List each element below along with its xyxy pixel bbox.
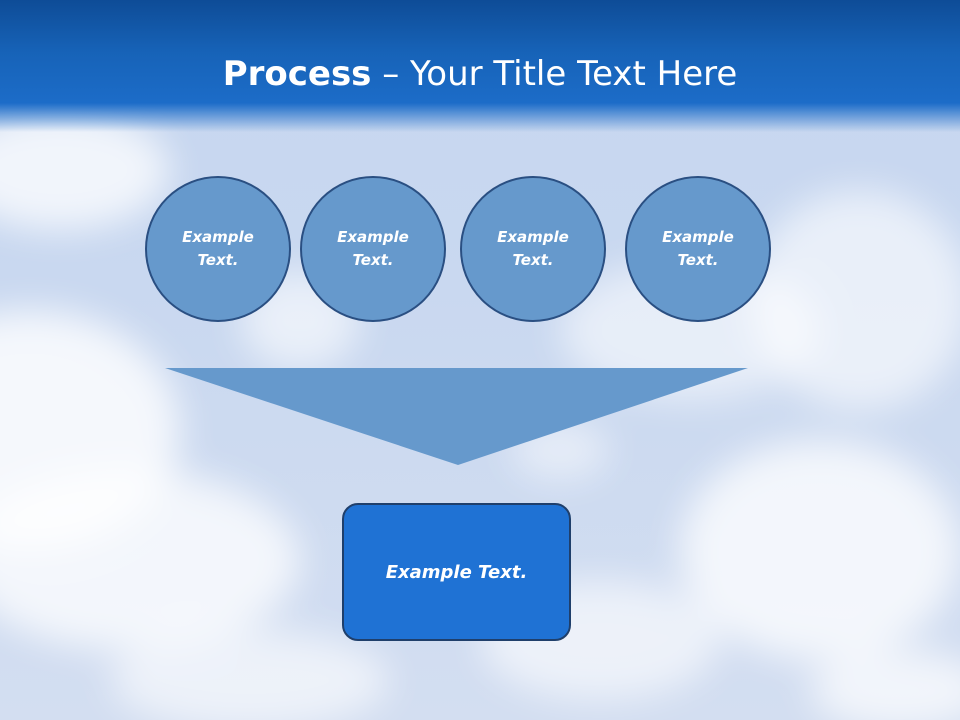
funnel-arrow xyxy=(165,368,748,465)
result-box: Example Text. xyxy=(342,503,571,641)
process-step-circle-4: Example Text. xyxy=(625,176,771,322)
title-bold-part: Process xyxy=(222,54,372,94)
slide-title: Process – Your Title Text Here xyxy=(0,52,960,96)
process-step-circle-3: Example Text. xyxy=(460,176,606,322)
result-label: Example Text. xyxy=(385,561,528,583)
title-banner xyxy=(0,0,960,132)
process-step-label-1: Example Text. xyxy=(182,228,254,269)
process-step-label-2: Example Text. xyxy=(337,228,409,269)
process-step-circle-1: Example Text. xyxy=(145,176,291,322)
process-step-circle-2: Example Text. xyxy=(300,176,446,322)
process-step-label-3: Example Text. xyxy=(497,228,569,269)
process-step-label-4: Example Text. xyxy=(662,228,734,269)
title-regular-part: – Your Title Text Here xyxy=(371,54,738,94)
